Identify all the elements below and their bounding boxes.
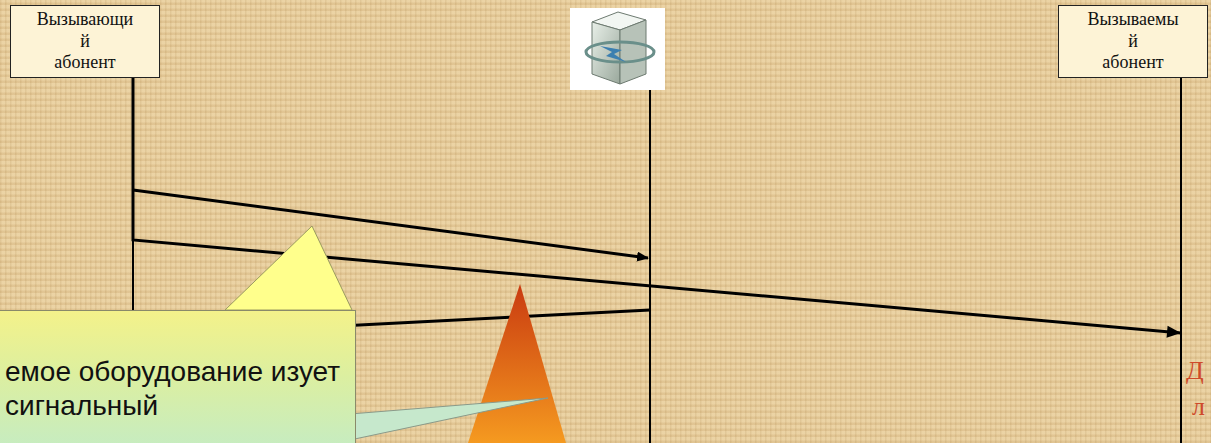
message-arrow	[133, 78, 1181, 333]
node-text: Вызываемы й абонент	[1077, 9, 1189, 74]
message-line	[340, 310, 650, 326]
partial-label: Д	[1186, 358, 1204, 384]
lifeline	[1180, 75, 1182, 443]
node-text: емое оборудование изует сигнальный	[5, 355, 345, 423]
callout-pointer	[468, 284, 566, 443]
callout-pointer	[350, 398, 548, 440]
lifeline	[649, 90, 651, 443]
arrow-head	[1167, 326, 1181, 338]
node-text: Вызывающи й абонент	[29, 9, 141, 74]
callout-box: емое оборудование изует сигнальный	[0, 310, 356, 443]
actor-box: Вызывающи й абонент	[10, 5, 160, 78]
partial-label: л	[1192, 394, 1205, 420]
server-icon	[570, 8, 665, 90]
actor-box: Вызываемы й абонент	[1058, 5, 1208, 78]
callout-pointer	[225, 226, 352, 310]
